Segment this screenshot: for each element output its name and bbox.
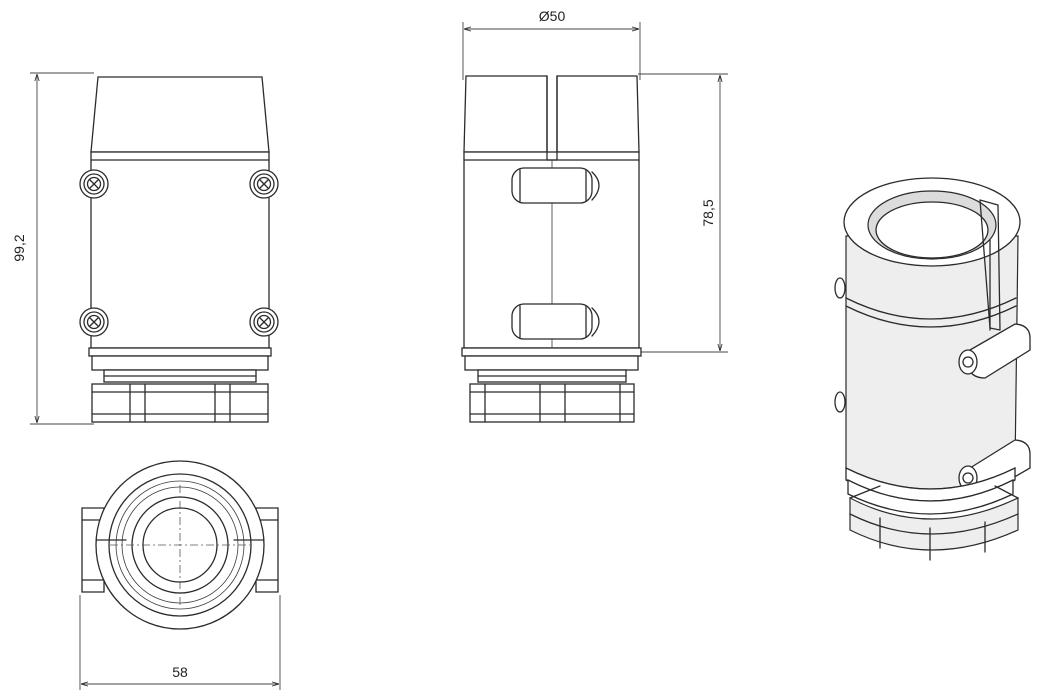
dimension-height-body: 78,5 [638,73,728,353]
dimension-width-bottom: 58 [79,595,281,690]
screw-icon [79,169,109,199]
isometric-view [834,177,1031,561]
dimension-label-height-overall: 99,2 [11,234,27,261]
dimension-label-height-body: 78,5 [700,199,716,226]
side-view [461,75,642,423]
dimension-diameter: Ø50 [462,8,641,80]
front-view [79,76,279,423]
screw-icon [249,169,279,199]
dimension-label-width-bottom: 58 [172,664,188,680]
screw-icon [249,307,279,337]
dimension-height-overall: 99,2 [11,72,94,425]
dimension-label-diameter: Ø50 [539,8,566,24]
screw-icon [79,307,109,337]
top-view [81,460,279,630]
